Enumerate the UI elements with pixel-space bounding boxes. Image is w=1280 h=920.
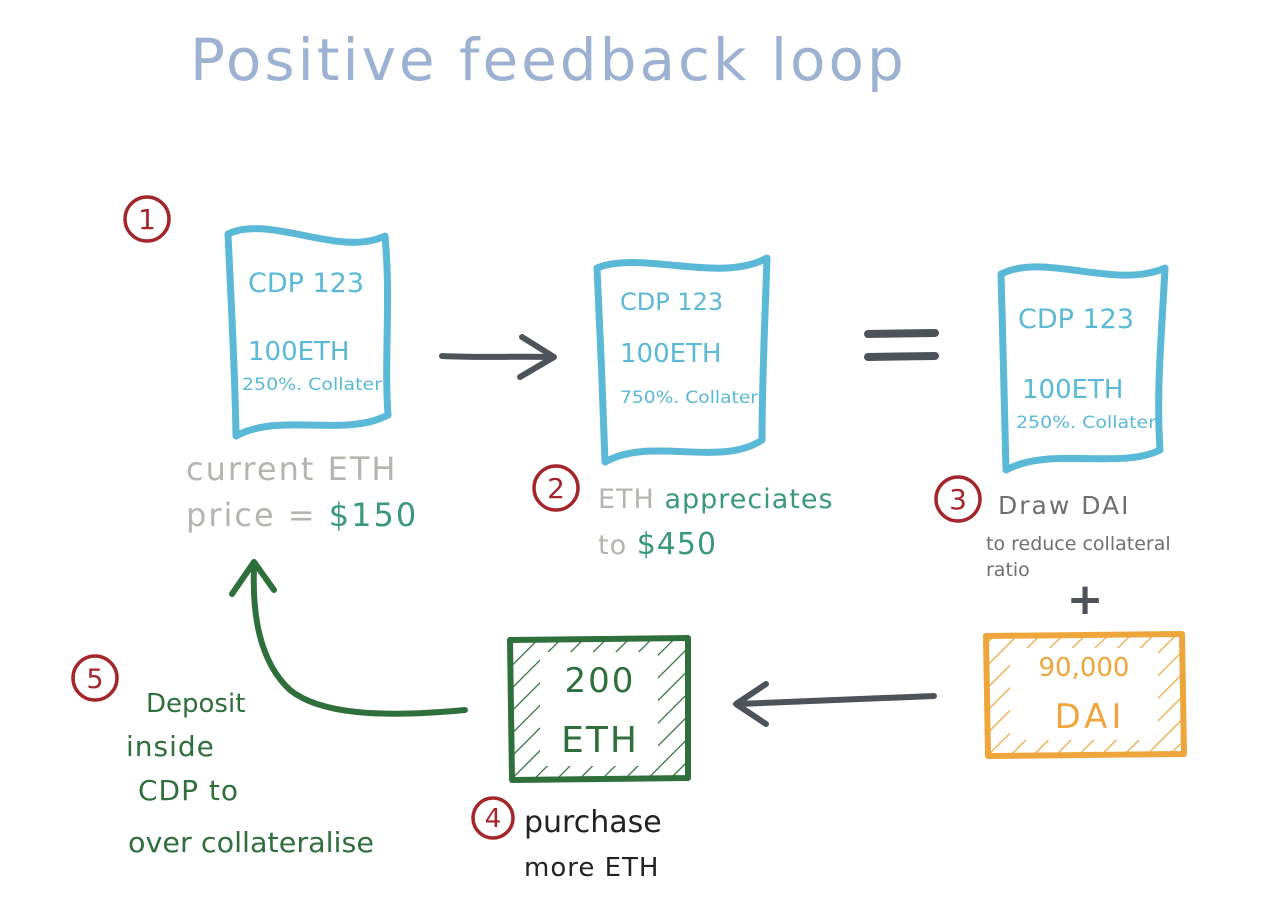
step-1-price-value: $150 — [329, 496, 418, 534]
plus-sign: + — [1067, 574, 1104, 625]
eth-box-outline — [507, 635, 691, 783]
cdp-card-3-collateral: 100ETH — [1022, 375, 1124, 405]
step-1-line2: price = $150 — [186, 496, 418, 534]
dai-box-unit: DAI — [1055, 697, 1126, 737]
step-4-badge: 4 — [471, 796, 515, 840]
cdp-card-2-ratio: 750%. Collater — [620, 388, 758, 408]
dai-box-label-area — [1010, 648, 1158, 740]
arrow-1-to-2 — [439, 334, 557, 380]
step-2-eth-label: ETH — [598, 484, 664, 515]
cdp-card-2-outline — [593, 254, 771, 466]
step-5-line2: inside — [126, 730, 215, 763]
step-2-badge: 2 — [532, 464, 580, 512]
step-2-line2: to $450 — [598, 527, 717, 562]
step-4-number: 4 — [485, 804, 502, 834]
cdp-card-2: CDP 123 100ETH 750%. Collater — [593, 254, 771, 466]
step-1-price-label: price = — [186, 496, 329, 534]
equals-sign — [864, 329, 939, 361]
step-2-number: 2 — [547, 472, 565, 505]
step-1-line1: current ETH — [186, 450, 397, 488]
cdp-card-1-collateral: 100ETH — [248, 337, 350, 367]
diagram-title: Positive feedback loop — [190, 26, 907, 94]
eth-box-label-area — [540, 652, 658, 766]
cdp-card-1-ratio: 250%. Collater — [242, 375, 382, 395]
cdp-card-3-ratio: 250%. Collater — [1016, 413, 1156, 433]
step-4-line2: more ETH — [524, 853, 659, 883]
step-5-line4: over collateralise — [128, 826, 374, 859]
step-1-badge: 1 — [123, 195, 171, 243]
dai-box: 90,000 DAI — [983, 631, 1187, 759]
step-5-line3: CDP to — [138, 774, 239, 807]
step-5-line1: Deposit — [146, 689, 245, 719]
cdp-card-1-name: CDP 123 — [248, 268, 364, 299]
step-5-badge: 5 — [71, 654, 119, 702]
cdp-card-3: CDP 123 100ETH 250%. Collater — [997, 263, 1169, 474]
step-2-to-label: to — [598, 530, 637, 561]
step-3-badge: 3 — [934, 475, 982, 523]
cdp-card-2-name: CDP 123 — [620, 288, 723, 316]
dai-box-outline — [983, 631, 1187, 759]
step-1-number: 1 — [138, 203, 156, 236]
step-4-line1: purchase — [524, 805, 662, 840]
step-2-appreciates: appreciates — [664, 484, 833, 515]
eth-box: 200 ETH — [507, 635, 691, 783]
step-3-number: 3 — [949, 483, 967, 516]
step-2-line1: ETH appreciates — [598, 484, 834, 515]
eth-box-unit: ETH — [561, 720, 639, 761]
arrow-4-to-1 — [229, 559, 468, 717]
step-3-line2: to reduce collateral — [986, 533, 1171, 555]
cdp-card-1: CDP 123 100ETH 250%. Collater — [224, 225, 392, 440]
dai-box-amount: 90,000 — [1039, 653, 1130, 683]
cdp-card-3-outline — [997, 263, 1169, 474]
arrow-3-to-4 — [733, 681, 937, 727]
cdp-card-3-name: CDP 123 — [1018, 304, 1134, 335]
step-5-number: 5 — [86, 664, 103, 695]
step-2-price-value: $450 — [637, 527, 717, 562]
step-3-line3: ratio — [986, 559, 1030, 581]
step-3-line1: Draw DAI — [998, 491, 1131, 520]
eth-box-amount: 200 — [565, 661, 636, 701]
cdp-card-1-outline — [224, 225, 392, 440]
cdp-card-2-collateral: 100ETH — [620, 339, 722, 369]
